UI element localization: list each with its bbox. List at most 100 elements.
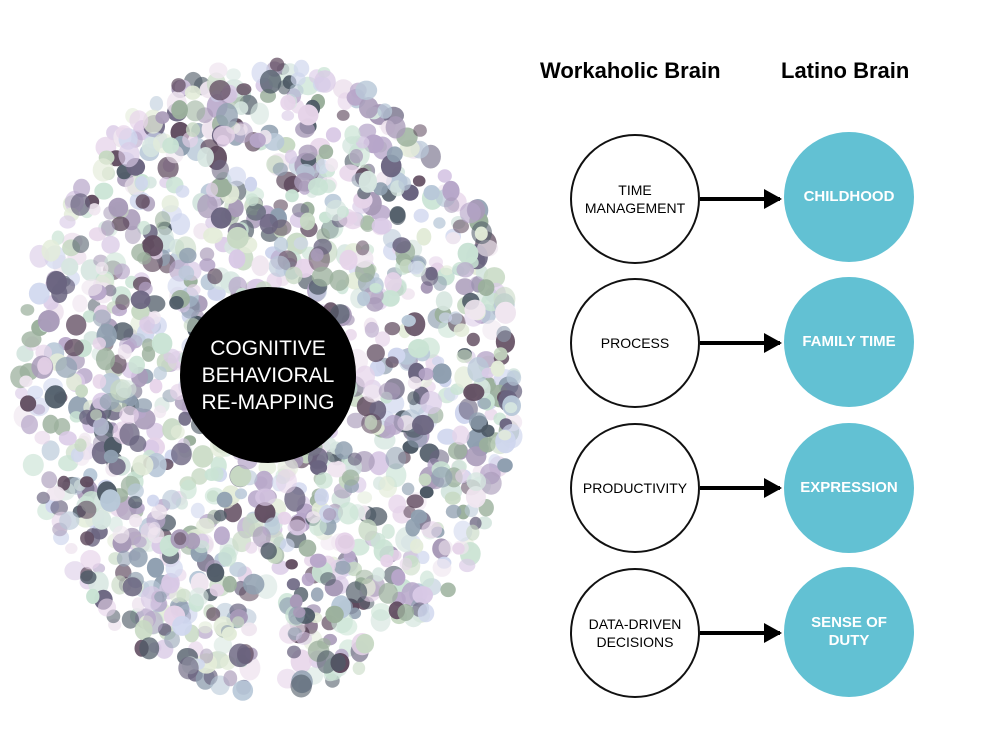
brain-dot: [355, 80, 378, 101]
brain-dot: [37, 357, 53, 375]
brain-dot: [459, 202, 481, 224]
brain-dot: [170, 213, 191, 236]
brain-dot: [80, 476, 94, 488]
brain-dot: [408, 260, 424, 275]
brain-dot: [188, 587, 209, 607]
brain-dot: [223, 670, 238, 687]
brain-dot: [317, 638, 331, 649]
brain-dot: [114, 263, 130, 280]
brain-dot: [151, 504, 168, 520]
brain-dot: [128, 547, 148, 568]
brain-dot: [325, 158, 339, 172]
brain-dot: [127, 483, 144, 499]
brain-dot: [384, 272, 402, 293]
brain-dot: [355, 633, 375, 654]
brain-dot: [272, 162, 288, 176]
brain-dot: [379, 476, 395, 491]
brain-dot: [337, 502, 359, 525]
brain-dot: [369, 283, 382, 293]
brain-dot: [480, 471, 502, 495]
brain-dot: [19, 375, 33, 388]
brain-dot: [419, 486, 434, 499]
brain-dot: [246, 203, 266, 221]
brain-dot: [211, 159, 229, 180]
brain-dot: [318, 144, 334, 160]
brain-dot: [94, 182, 114, 200]
brain-dot: [373, 182, 388, 196]
brain-dot: [81, 279, 103, 296]
brain-dot: [27, 385, 44, 399]
brain-dot: [364, 321, 379, 338]
brain-dot: [465, 486, 486, 508]
brain-dot: [73, 178, 91, 198]
brain-dot: [323, 437, 337, 453]
brain-dot: [413, 208, 429, 223]
brain-dot: [92, 158, 114, 182]
brain-dot: [380, 554, 394, 568]
brain-dot: [128, 355, 145, 374]
brain-dot: [347, 452, 362, 466]
brain-dot: [477, 279, 495, 296]
brain-dot: [334, 441, 353, 460]
brain-dot: [437, 428, 458, 445]
brain-dot: [375, 331, 391, 347]
brain-dot: [464, 299, 486, 320]
brain-dot: [299, 212, 316, 231]
cognitive-remapping-circle: COGNITIVE BEHAVIORAL RE-MAPPING: [180, 287, 356, 463]
node-label: FAMILY TIME: [802, 333, 896, 350]
brain-dot: [254, 502, 276, 523]
brain-dot: [277, 80, 291, 95]
brain-dot: [234, 488, 248, 500]
brain-dot: [70, 193, 91, 216]
brain-dot: [135, 176, 149, 191]
brain-dot: [205, 182, 219, 197]
brain-dot: [59, 215, 76, 229]
brain-dot: [251, 255, 270, 277]
brain-dot: [493, 347, 508, 361]
brain-dot: [329, 269, 350, 291]
brain-dot: [453, 323, 470, 338]
brain-dot: [421, 521, 443, 539]
brain-dot: [199, 247, 215, 261]
brain-dot: [293, 237, 309, 250]
brain-dot: [474, 226, 488, 241]
brain-dot: [440, 582, 456, 598]
brain-dot: [269, 57, 285, 72]
brain-dot: [139, 637, 160, 660]
brain-dot: [132, 454, 154, 476]
brain-dot: [433, 217, 446, 229]
brain-dot: [285, 189, 299, 203]
brain-dot: [236, 83, 252, 96]
brain-dot: [316, 650, 337, 674]
brain-dot: [41, 471, 58, 489]
brain-dot: [198, 621, 213, 634]
brain-dot: [230, 465, 252, 487]
node-label: DATA-DRIVEN DECISIONS: [588, 616, 682, 650]
brain-dot: [164, 631, 181, 649]
brain-dot: [55, 356, 78, 378]
brain-dot: [334, 560, 351, 575]
brain-dot: [385, 356, 399, 368]
brain-dot: [155, 111, 170, 124]
brain-dot: [101, 220, 115, 236]
brain-dot: [32, 404, 46, 415]
brain-dot: [477, 397, 491, 410]
brain-dot: [199, 648, 214, 664]
brain-dot: [199, 258, 216, 272]
brain-dot: [185, 122, 201, 138]
brain-dot: [413, 124, 427, 137]
brain-dot: [452, 219, 469, 234]
brain-dot: [259, 69, 282, 94]
brain-dot: [336, 617, 358, 636]
brain-dot: [216, 103, 238, 129]
brain-dot: [214, 509, 227, 522]
workaholic-node-productivity: PRODUCTIVITY: [570, 423, 700, 553]
brain-dot: [255, 488, 276, 506]
brain-dot: [184, 85, 201, 100]
brain-dot: [481, 424, 495, 437]
brain-dot: [506, 370, 522, 386]
brain-dot: [65, 543, 78, 554]
brain-dot: [232, 616, 245, 628]
brain-dot: [20, 304, 35, 316]
